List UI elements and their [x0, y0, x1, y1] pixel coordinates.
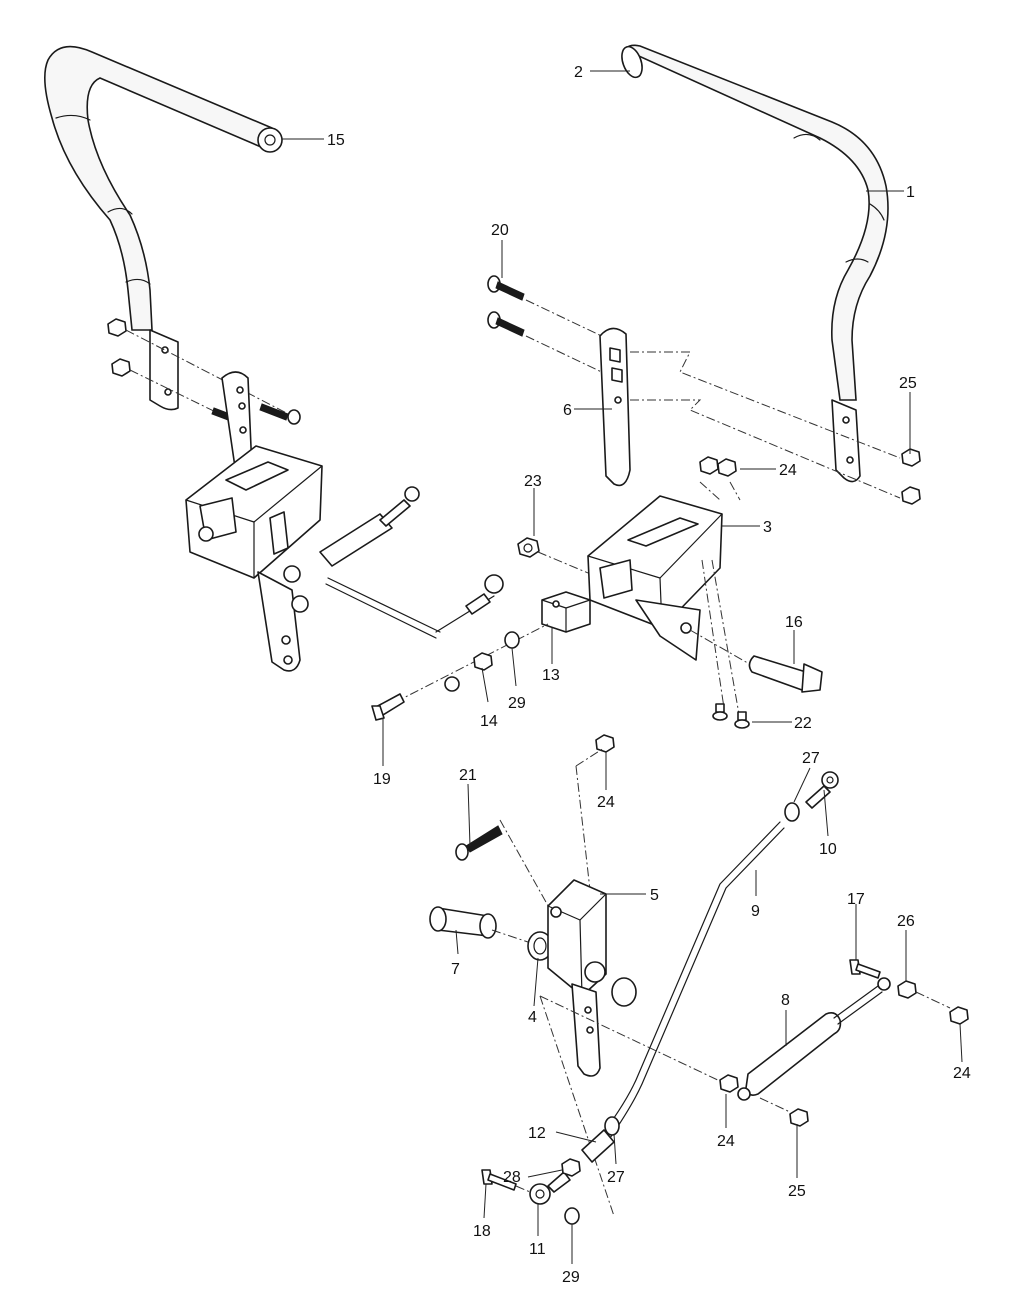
- callout-label: 24: [597, 794, 615, 811]
- washer-item-29-bottom: [564, 1207, 580, 1225]
- callout-label: 21: [459, 767, 477, 784]
- bolt-item-21: [455, 825, 503, 861]
- callout-label: 10: [819, 841, 837, 858]
- callout-label: 8: [781, 992, 790, 1009]
- nut-item-23: [517, 537, 540, 558]
- left-nuts: [107, 318, 131, 377]
- nut-item-27-top: [784, 802, 800, 822]
- callout-label: 1: [906, 184, 915, 201]
- bolt-item-16: [748, 655, 823, 693]
- rod-end-item-11: [529, 1171, 571, 1205]
- adjuster-plate-item-6: [599, 327, 631, 487]
- callout-label: 16: [785, 614, 803, 631]
- bolt-item-17: [849, 959, 881, 979]
- nuts-item-24-top: [699, 456, 737, 477]
- callout-label: 13: [542, 667, 560, 684]
- callout-labels: 15 2 1 20 6 25 24 23 3 16 13 29 14 22 19…: [327, 64, 971, 1286]
- coupler-item-12: [581, 1116, 620, 1163]
- callout-label: 17: [847, 891, 865, 908]
- callout-label: 29: [508, 695, 526, 712]
- callout-label: 27: [607, 1169, 625, 1186]
- callout-label: 24: [717, 1133, 735, 1150]
- leader-lines: [282, 70, 963, 1264]
- nut-item-24-far-right: [949, 1006, 969, 1025]
- left-handle-bar: [44, 45, 283, 331]
- handle-mount-tab: [831, 399, 861, 483]
- callout-label: 25: [788, 1183, 806, 1200]
- nut-item-25-lower: [789, 1108, 809, 1127]
- callout-label: 5: [650, 887, 659, 904]
- callout-label: 6: [563, 402, 572, 419]
- callout-label: 3: [763, 519, 772, 536]
- callout-label: 9: [751, 903, 760, 920]
- callout-label: 7: [451, 961, 460, 978]
- bolt-item-19: [371, 693, 405, 721]
- callout-label: 25: [899, 375, 917, 392]
- bolt-item-18: [481, 1169, 517, 1191]
- callout-label: 29: [562, 1269, 580, 1286]
- callout-label: 26: [897, 913, 915, 930]
- callout-label: 14: [480, 713, 498, 730]
- callout-label: 28: [503, 1169, 521, 1186]
- nut-item-24-lower: [719, 1074, 739, 1093]
- left-damper-and-rod: [319, 486, 504, 639]
- nut-item-26: [897, 980, 917, 999]
- damper-item-8: [737, 977, 891, 1101]
- nut-item-14: [473, 652, 493, 671]
- callout-label: 24: [953, 1065, 971, 1082]
- bolts-item-20: [487, 275, 525, 337]
- left-bolts: [211, 403, 301, 425]
- lever-item-5: [547, 879, 607, 1077]
- callout-label: 11: [529, 1241, 546, 1258]
- washer-left: [444, 676, 460, 692]
- rod-end-item-10: [805, 771, 839, 809]
- callout-label: 24: [779, 462, 797, 479]
- callout-label: 4: [528, 1009, 537, 1026]
- bushing-right: [611, 977, 637, 1007]
- washer-item-29-top: [504, 631, 520, 649]
- nuts-item-25: [901, 448, 921, 505]
- spacer-item-7: [429, 906, 497, 939]
- nut-item-24-mid: [595, 734, 615, 753]
- left-lever-and-bracket: [185, 371, 323, 672]
- callout-label: 19: [373, 771, 391, 788]
- callout-label: 22: [794, 715, 812, 732]
- bolts-item-22: [712, 703, 750, 729]
- handle-bar: [621, 44, 889, 401]
- callout-label: 18: [473, 1223, 491, 1240]
- callout-label: 27: [802, 750, 820, 767]
- callout-label: 20: [491, 222, 509, 239]
- callout-label: 12: [528, 1125, 546, 1142]
- left-handle-mount-tab: [149, 329, 179, 411]
- callout-label: 23: [524, 473, 542, 490]
- block-item-13: [541, 591, 591, 633]
- bracket-item-3: [587, 495, 723, 661]
- callout-label: 15: [327, 132, 345, 149]
- nut-item-28: [561, 1158, 581, 1177]
- callout-label: 2: [574, 64, 583, 81]
